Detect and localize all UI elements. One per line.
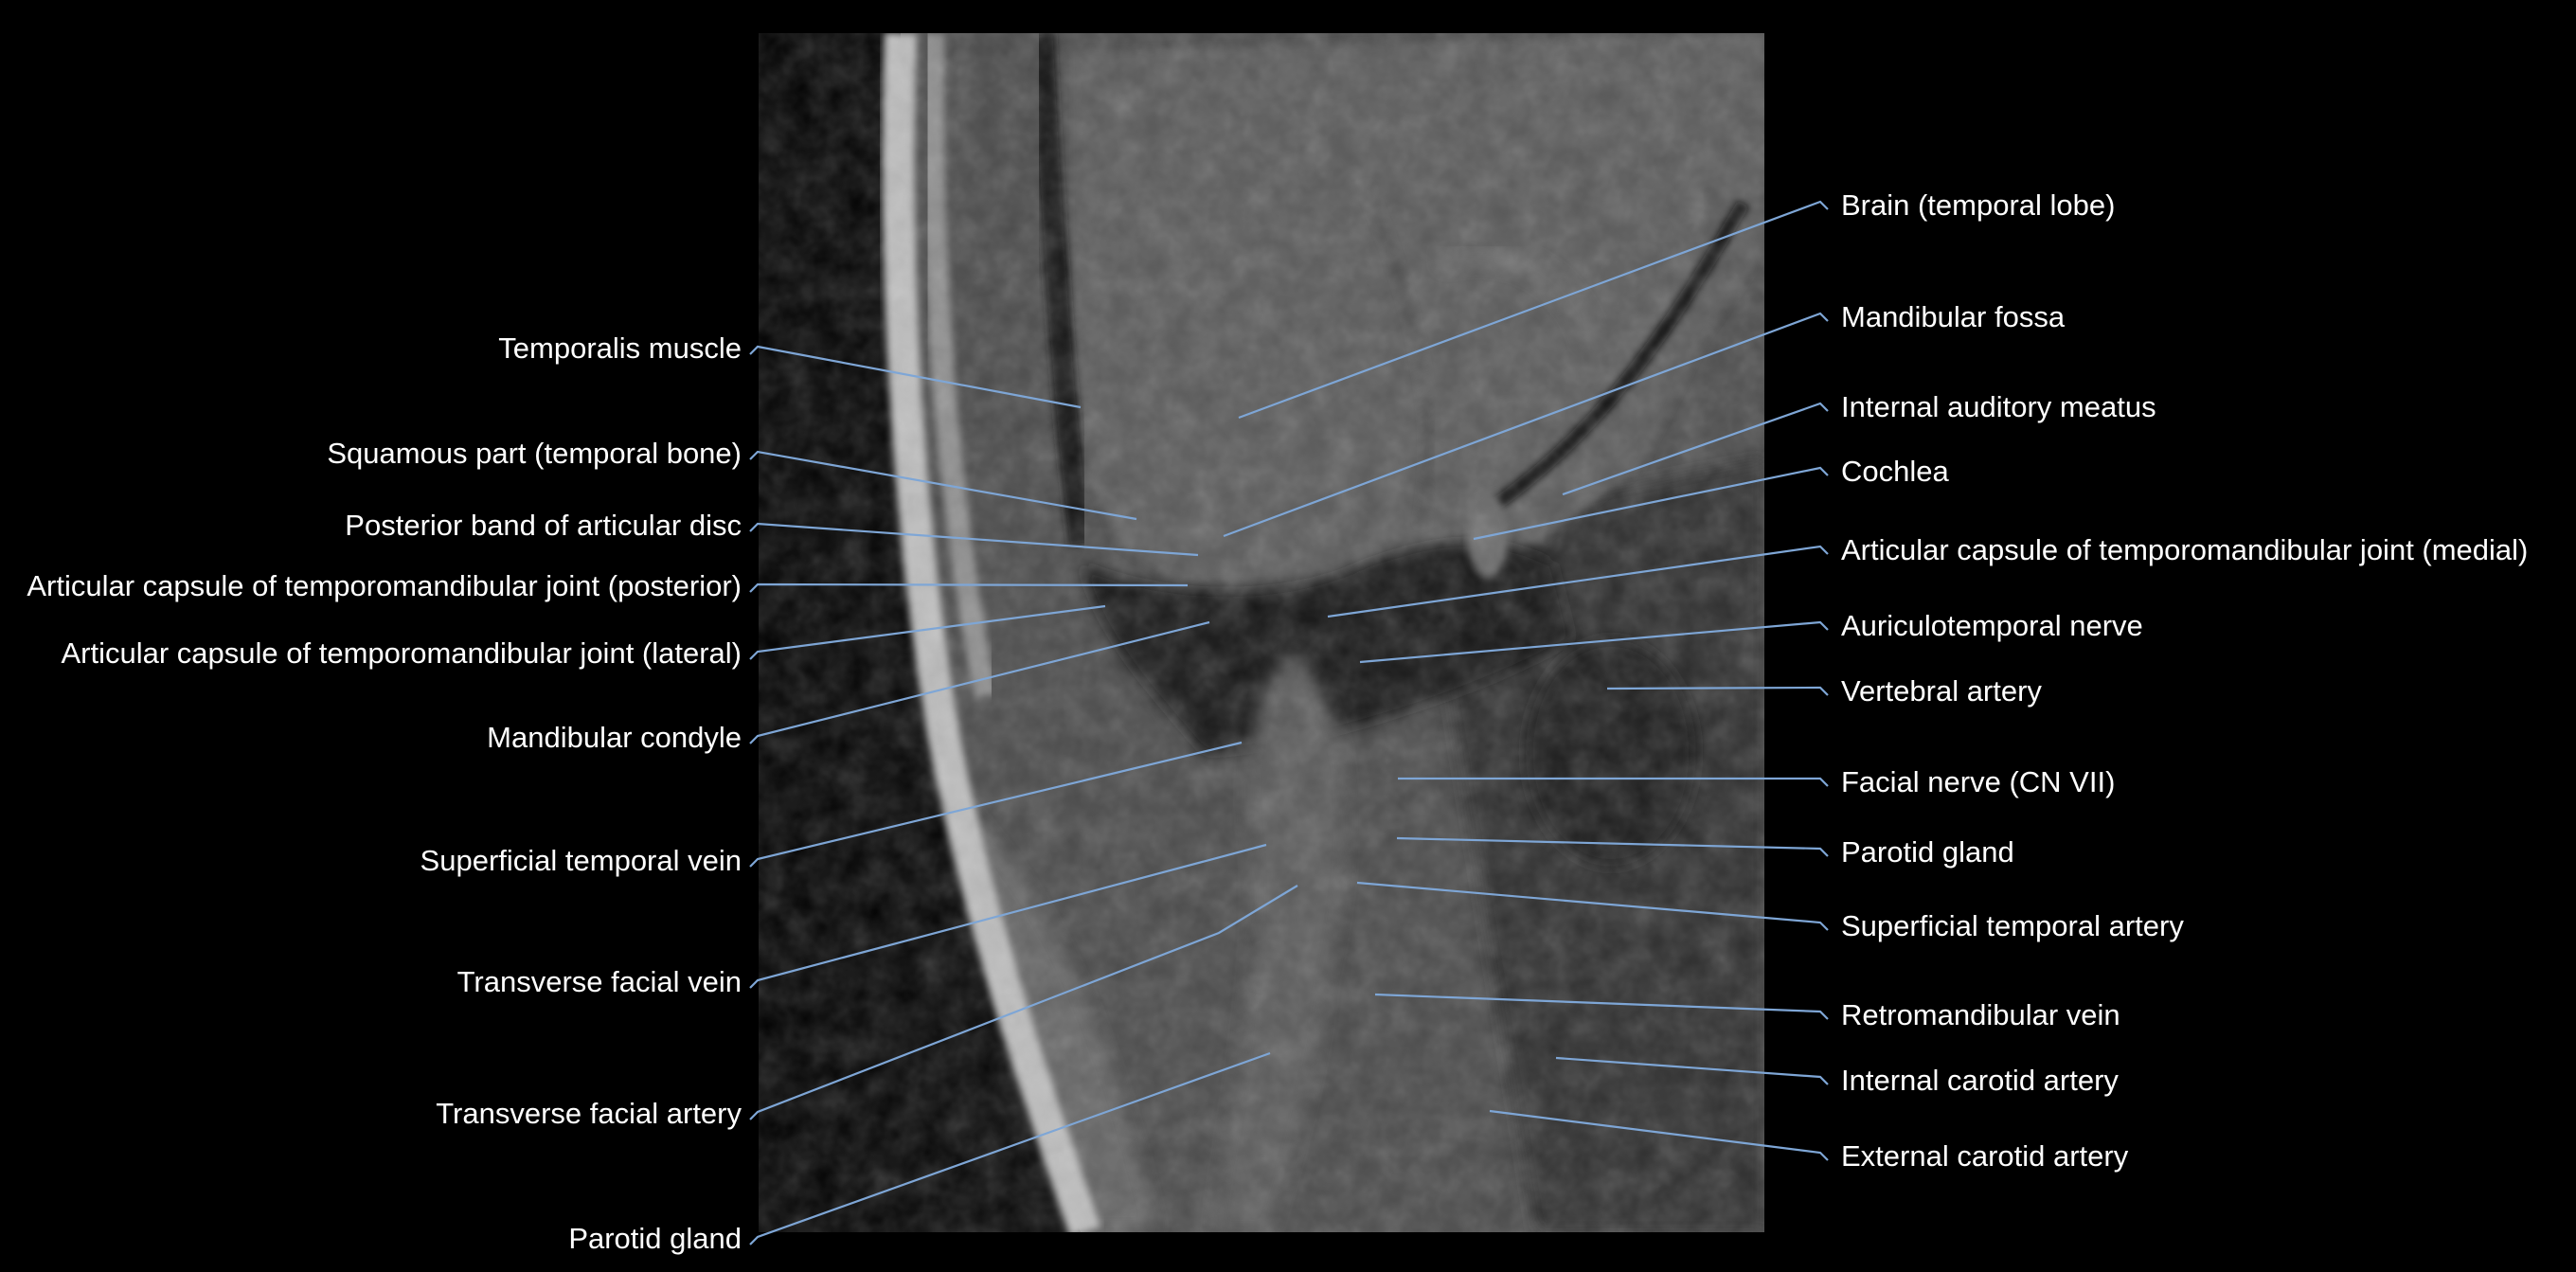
label-left-articular-capsule-of-temporomandibular-joint-posterior: Articular capsule of temporomandibular j…	[27, 569, 742, 602]
label-left-squamous-part-temporal-bone: Squamous part (temporal bone)	[327, 437, 742, 470]
label-right-brain-temporal-lobe: Brain (temporal lobe)	[1841, 188, 2116, 222]
label-right-vertebral-artery: Vertebral artery	[1841, 674, 2042, 708]
label-left-temporalis-muscle: Temporalis muscle	[498, 331, 742, 365]
label-left-mandibular-condyle: Mandibular condyle	[487, 721, 742, 754]
label-right-auriculotemporal-nerve: Auriculotemporal nerve	[1841, 609, 2143, 642]
label-right-superficial-temporal-artery: Superficial temporal artery	[1841, 909, 2184, 942]
label-left-transverse-facial-artery: Transverse facial artery	[436, 1097, 742, 1130]
label-left-superficial-temporal-vein: Superficial temporal vein	[420, 844, 742, 877]
label-right-articular-capsule-of-temporomandibular-joint-medial: Articular capsule of temporomandibular j…	[1841, 533, 2529, 566]
label-left-posterior-band-of-articular-disc: Posterior band of articular disc	[345, 509, 742, 542]
label-right-external-carotid-artery: External carotid artery	[1841, 1139, 2129, 1173]
label-right-internal-carotid-artery: Internal carotid artery	[1841, 1064, 2119, 1097]
label-right-parotid-gland: Parotid gland	[1841, 835, 2014, 869]
mri-sagittal-slice	[759, 33, 1764, 1232]
label-right-mandibular-fossa: Mandibular fossa	[1841, 300, 2066, 333]
label-right-facial-nerve-cn-vii: Facial nerve (CN VII)	[1841, 765, 2116, 798]
label-left-parotid-gland: Parotid gland	[568, 1222, 742, 1255]
label-left-transverse-facial-vein: Transverse facial vein	[456, 965, 742, 998]
mri-image	[759, 33, 1764, 1232]
label-right-retromandibular-vein: Retromandibular vein	[1841, 998, 2120, 1031]
label-right-internal-auditory-meatus: Internal auditory meatus	[1841, 390, 2156, 423]
label-left-articular-capsule-of-temporomandibular-joint-lateral: Articular capsule of temporomandibular j…	[61, 636, 742, 670]
label-right-cochlea: Cochlea	[1841, 455, 1949, 488]
